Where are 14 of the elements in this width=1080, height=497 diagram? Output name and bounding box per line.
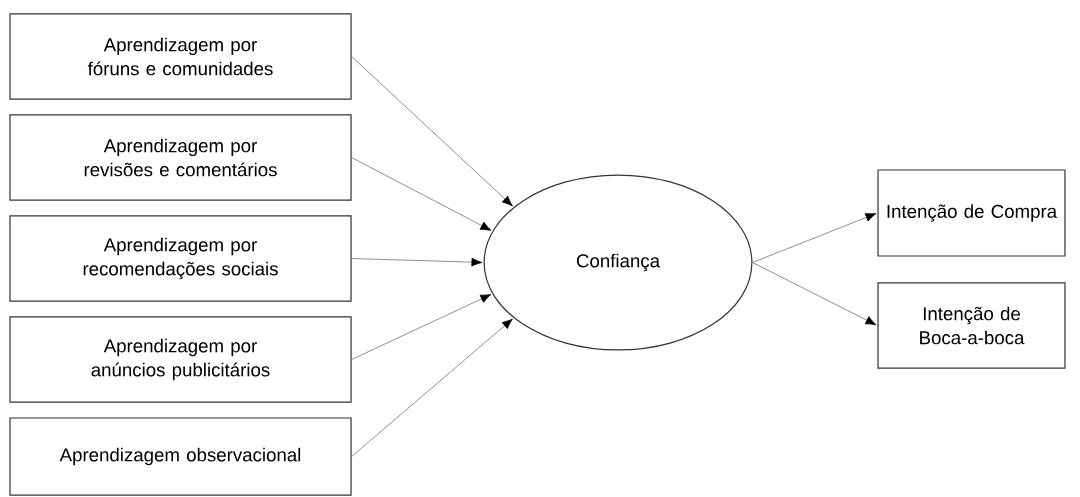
arrow [351,318,513,457]
variable-box: Intenção de Boca-a-boca [877,282,1066,369]
variable-box: Aprendizagem por revisões e comentários [9,114,352,201]
variable-box: Aprendizagem observacional [9,417,352,496]
variable-box: Aprendizagem por fóruns e comunidades [9,13,352,100]
variable-box: Aprendizagem por anúncios publicitários [9,316,352,403]
arrow [752,262,877,326]
arrow [351,294,492,360]
variable-box: Intenção de Compra [877,169,1066,257]
arrow [351,157,492,231]
variable-box: Aprendizagem por recomendações sociais [9,215,352,302]
arrow [351,56,513,207]
arrow [752,213,877,263]
arrow [351,257,483,267]
